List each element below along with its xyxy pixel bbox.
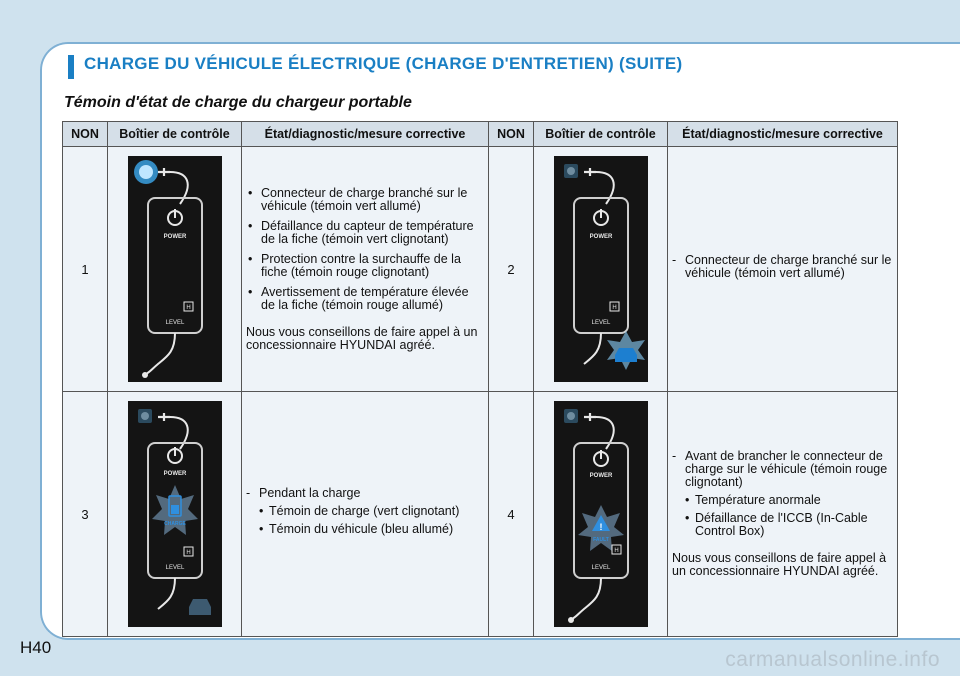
header-control-box: Boîtier de contrôle (107, 121, 242, 147)
table-row: 1 POWER H LEVEL (62, 146, 898, 392)
title-accent-bar (68, 55, 74, 79)
page-number: H40 (20, 638, 52, 657)
header-num: NON (488, 121, 534, 147)
status-bullet: Défaillance du capteur de température de… (246, 219, 483, 246)
status-bullets: Connecteur de charge branché sur le véhi… (246, 186, 483, 312)
status-bullet: Protection contre la surchauffe de la fi… (246, 252, 483, 279)
header-num: NON (62, 121, 108, 147)
charge-label: CHARGE (164, 521, 186, 527)
power-label: POWER (589, 473, 612, 479)
dealer-note: Nous vous conseillons de faire appel à u… (246, 324, 478, 352)
level-label: LEVEL (165, 565, 184, 571)
status-dash-item: Pendant la charge (246, 487, 483, 501)
level-label: LEVEL (591, 320, 610, 326)
row-number: 3 (62, 391, 108, 637)
plug-icon (566, 412, 575, 420)
control-box-image: POWER ! FAULT H LEVEL (533, 391, 668, 637)
status-description: Connecteur de charge branché sur le véhi… (667, 146, 898, 392)
power-label: POWER (163, 234, 186, 240)
plug-icon (566, 167, 575, 175)
status-sub-bullet: Témoin du véhicule (bleu allumé) (259, 523, 483, 537)
status-sub-bullet: Défaillance de l'ICCB (In-Cable Control … (685, 512, 892, 538)
status-dash-item: Avant de brancher le connecteur de charg… (672, 450, 892, 489)
power-label: POWER (589, 234, 612, 240)
level-label: LEVEL (591, 565, 610, 571)
car-icon (614, 348, 637, 362)
row-number: 4 (488, 391, 534, 637)
level-label: LEVEL (165, 320, 184, 326)
status-description: Connecteur de charge branché sur le véhi… (241, 146, 489, 392)
header-status: État/diagnostic/mesure corrective (241, 121, 489, 147)
battery-icon (167, 495, 182, 517)
status-sub-bullets: Température anormale Défaillance de l'IC… (672, 494, 892, 538)
header-control-box: Boîtier de contrôle (533, 121, 668, 147)
header-status: État/diagnostic/mesure corrective (667, 121, 898, 147)
status-description: Avant de brancher le connecteur de charg… (667, 391, 898, 637)
table-subtitle: Témoin d'état de charge du chargeur port… (64, 94, 412, 111)
portable-charger-illustration: POWER ! FAULT H LEVEL (553, 401, 648, 627)
portable-charger-illustration: POWER CHARGE H LEVEL (127, 401, 222, 627)
row-number: 2 (488, 146, 534, 392)
svg-text:!: ! (599, 522, 602, 532)
portable-charger-illustration: POWER H LEVEL (127, 156, 222, 382)
status-sub-bullets: Témoin de charge (vert clignotant) Témoi… (246, 505, 483, 537)
level-h-label: H (612, 305, 616, 311)
table-row: 3 POWER CHARGE H (62, 391, 898, 637)
fault-label: FAULT (593, 537, 609, 543)
control-box-image: POWER H LEVEL (107, 146, 242, 392)
section-title: CHARGE DU VÉHICULE ÉLECTRIQUE (CHARGE D'… (84, 54, 683, 73)
warning-triangle-icon (591, 515, 610, 531)
status-bullet: Avertissement de température élevée de l… (246, 285, 483, 312)
level-h-label: H (614, 548, 618, 554)
row-number: 1 (62, 146, 108, 392)
status-description: Pendant la charge Témoin de charge (vert… (241, 391, 489, 637)
status-bullet: Connecteur de charge branché sur le véhi… (246, 186, 483, 213)
portable-charger-illustration: POWER H LEVEL (553, 156, 648, 382)
level-h-label: H (186, 550, 190, 556)
watermark: carmanualsonline.info (725, 648, 940, 671)
level-h-label: H (186, 305, 190, 311)
power-label: POWER (163, 471, 186, 477)
status-dash-item: Connecteur de charge branché sur le véhi… (672, 253, 892, 280)
control-box-image: POWER H LEVEL (533, 146, 668, 392)
plug-icon (140, 412, 149, 420)
dealer-note: Nous vous conseillons de faire appel à u… (672, 551, 887, 578)
status-table: NON Boîtier de contrôle État/diagnostic/… (62, 121, 898, 637)
status-sub-bullet: Témoin de charge (vert clignotant) (259, 505, 483, 519)
control-box-image: POWER CHARGE H LEVEL (107, 391, 242, 637)
status-sub-bullet: Température anormale (685, 494, 892, 508)
table-header-row: NON Boîtier de contrôle État/diagnostic/… (62, 121, 898, 147)
car-icon (188, 599, 211, 615)
